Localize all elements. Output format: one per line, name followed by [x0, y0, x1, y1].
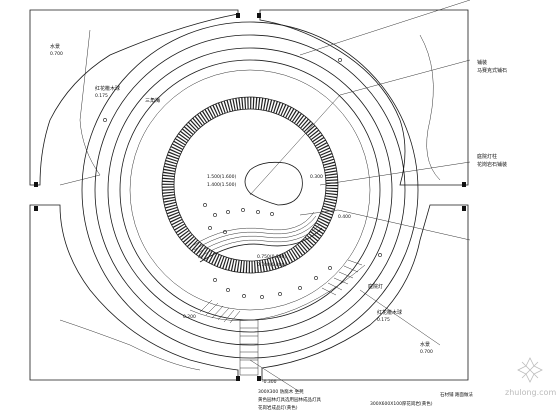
label-ring-elev-3: 0.200	[183, 314, 196, 320]
note-4: 300X600X100厚花岗岩(黄色)	[370, 400, 433, 407]
label-lamp-br: 庭院灯	[368, 283, 383, 290]
label-bottom-elev: -0.300	[262, 379, 277, 385]
note-5: 石材铺 路面做法	[440, 391, 473, 398]
label-center-elev-2: 1.400(1.500)	[207, 182, 237, 188]
label-center-elev-1: 1.500(1.600)	[207, 174, 237, 180]
label-lamp: 庭院灯柱	[477, 153, 497, 160]
label-plant-br: 红花檵木球	[377, 309, 402, 316]
plant-dots	[103, 58, 382, 299]
note-2: 黄色园林灯具选用园林成品灯具	[258, 396, 321, 403]
label-lawn-tl: 水景	[50, 43, 60, 50]
label-plant-tl: 红花檵木球	[95, 85, 120, 92]
note-1: 300X300 防腐木 坐凳	[258, 388, 304, 395]
label-ring-elev-1: 0.300	[310, 174, 323, 180]
label-pavement-sub: 马赛克式铺石	[477, 67, 507, 74]
corner-posts	[34, 13, 466, 381]
watermark: zhulong.com	[505, 357, 556, 397]
stepped-terrace	[191, 211, 323, 263]
label-lawn-br-elev: 0.700	[420, 349, 433, 355]
label-lawn-br: 水景	[420, 341, 430, 348]
leader-lines	[249, 0, 471, 393]
entry-path	[239, 319, 259, 376]
note-3: 花岗岩成品灯(黄色)	[258, 404, 298, 411]
label-stair-elev-2: 0.700(0.800)	[257, 262, 287, 268]
watermark-text: zhulong.com	[505, 388, 556, 397]
label-ring-elev-2: 0.400	[338, 214, 351, 220]
label-wall-tl: 三角梅	[145, 97, 160, 104]
annotations: 水景 0.700 红花檵木球 0.175 三角梅 铺装 马赛克式铺石 庭院灯柱 …	[50, 43, 507, 411]
paved-band	[161, 96, 339, 274]
lawn-parcels	[29, 9, 469, 381]
label-plant-tl-elev: 0.175	[95, 93, 108, 99]
label-plant-br-elev: 0.175	[377, 317, 390, 323]
label-lawn-tl-elev: 0.700	[50, 51, 63, 57]
central-island	[244, 161, 303, 206]
label-pavement: 铺装	[477, 59, 487, 66]
label-lamp-sub: 花岗岩石铺装	[477, 161, 507, 168]
label-stair-elev-1: 0.750(0.800)	[257, 254, 287, 260]
stair-bands	[189, 259, 366, 324]
